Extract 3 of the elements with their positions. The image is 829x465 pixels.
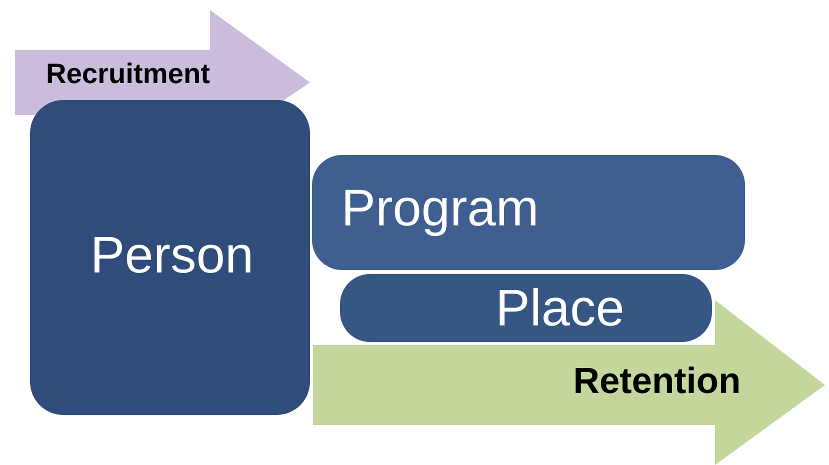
rounded-box: Person	[30, 100, 310, 415]
rounded-box: Program	[312, 155, 745, 270]
rounded-box: Place	[340, 274, 712, 342]
